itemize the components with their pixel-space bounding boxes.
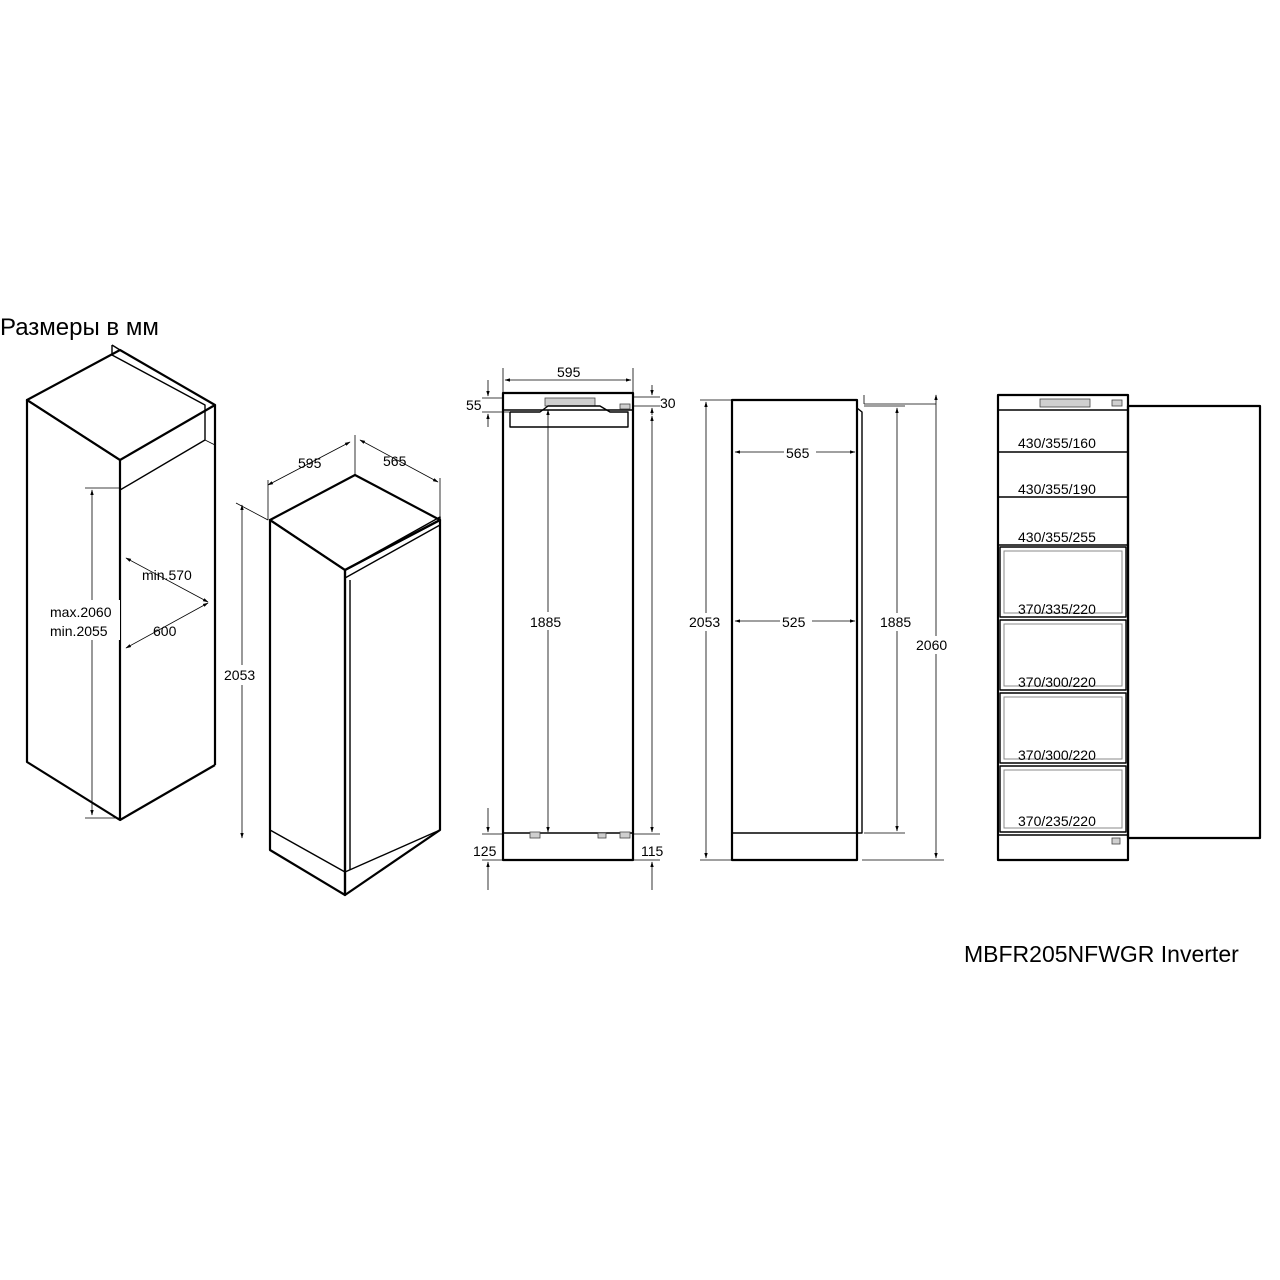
side-height-total-bg bbox=[914, 636, 954, 654]
niche-depth-min: min.570 bbox=[142, 567, 192, 583]
shelf-2: 430/355/190 bbox=[1018, 481, 1096, 497]
interior-view-drawing bbox=[996, 393, 1262, 862]
niche-height-max: max.2060 bbox=[50, 604, 112, 620]
side-depth-mid-bg bbox=[780, 613, 812, 629]
iso-width: 595 bbox=[298, 455, 322, 471]
niche-height-min: min.2055 bbox=[50, 623, 108, 639]
side-height-left-bg bbox=[688, 613, 726, 631]
shelf-7: 370/235/220 bbox=[1018, 813, 1096, 829]
front-top-right: 30 bbox=[660, 395, 676, 411]
side-depth-top: 565 bbox=[786, 445, 810, 461]
side-height-right: 1885 bbox=[880, 614, 911, 630]
shelf-4: 370/335/220 bbox=[1018, 601, 1096, 617]
side-view-drawing bbox=[700, 394, 944, 862]
niche-height-label-bg bbox=[50, 600, 120, 640]
shelf-1: 430/355/160 bbox=[1018, 435, 1096, 451]
iso-height: 2053 bbox=[224, 667, 255, 683]
iso-height-bg bbox=[222, 665, 262, 685]
front-width-bg bbox=[555, 363, 585, 379]
front-top-left: 55 bbox=[466, 397, 482, 413]
side-height-total: 2060 bbox=[916, 637, 947, 653]
shelf-3: 430/355/255 bbox=[1018, 529, 1096, 545]
front-bottom-left: 125 bbox=[473, 843, 497, 859]
shelf-6: 370/300/220 bbox=[1018, 747, 1096, 763]
side-height-right-bg bbox=[878, 613, 916, 631]
niche-width: 600 bbox=[153, 623, 177, 639]
side-depth-mid: 525 bbox=[782, 614, 806, 630]
page-title: Размеры в мм bbox=[0, 314, 159, 341]
front-view-drawing bbox=[482, 368, 660, 890]
front-height-bg bbox=[528, 612, 566, 630]
side-height-left: 2053 bbox=[689, 614, 720, 630]
side-depth-top-bg bbox=[784, 444, 816, 460]
appliance-iso-drawing bbox=[235, 435, 442, 897]
iso-depth: 565 bbox=[383, 453, 407, 469]
front-height: 1885 bbox=[530, 614, 561, 630]
front-width: 595 bbox=[557, 364, 581, 380]
model-name: MBFR205NFWGR Inverter bbox=[964, 941, 1239, 967]
shelf-5: 370/300/220 bbox=[1018, 674, 1096, 690]
front-bottom-right: 115 bbox=[641, 843, 664, 859]
